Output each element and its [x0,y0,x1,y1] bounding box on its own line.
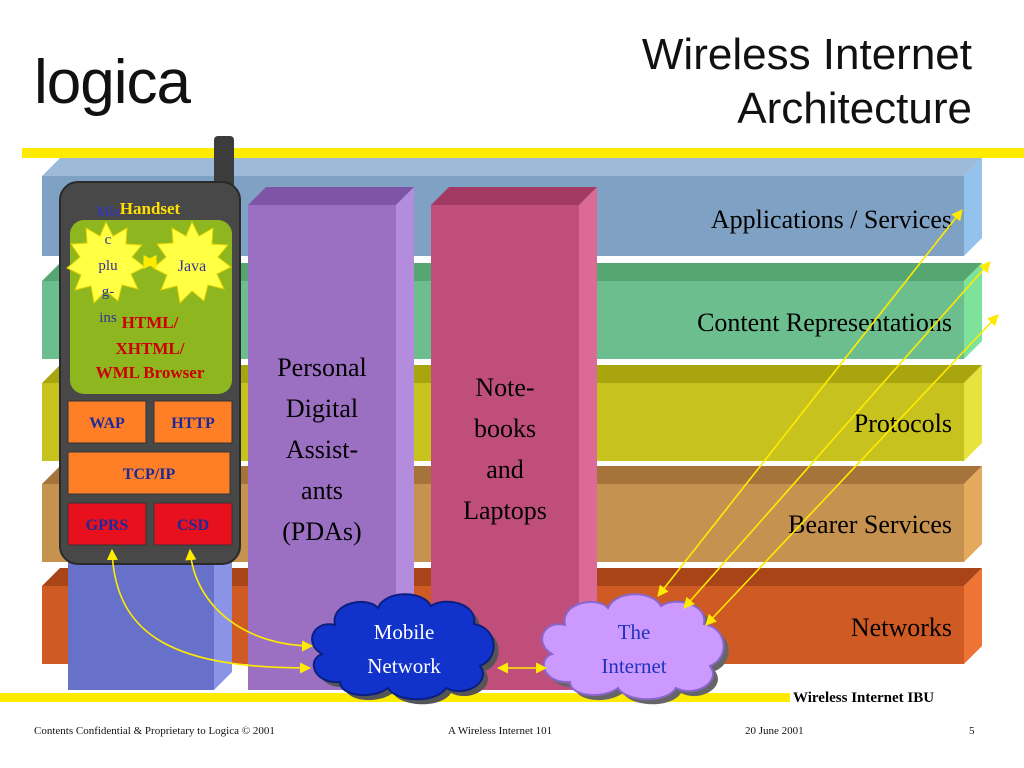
notebooks-line-3: and [486,455,524,484]
tcpip-label: TCP/IP [123,466,176,483]
pda-line-1: Personal [277,353,367,382]
wap-box [67,400,147,444]
plugins-line-2: c [105,232,112,248]
plugins-line-3: plu [98,258,118,274]
arrow-gprs-mobile [106,548,312,674]
layer-label-protocols: Protocols [854,409,952,438]
layer-label-bearer: Bearer Services [788,510,952,539]
browser-line-1: HTML/ [122,313,179,332]
pda-line-5: (PDAs) [282,517,361,546]
java-label: Java [178,258,206,275]
layer-label-networks: Networks [851,613,952,642]
footer-course-title: A Wireless Internet 101 [448,725,553,737]
header-rule [22,148,1024,158]
plugins-line-1: Mis [96,204,120,220]
internet-line-2: Internet [601,654,666,678]
slide-title-line-1: Wireless Internet [641,30,972,79]
notebooks-column: Note- books and Laptops [431,187,597,690]
footer-ibu: Wireless Internet IBU [793,690,935,706]
internet-cloud: The Internet [541,593,729,705]
slide-title-line-2: Architecture [737,84,972,133]
connectors [106,209,999,674]
mobile-network-cloud: Mobile Network [311,593,499,705]
mobile-network-line-1: Mobile [374,620,435,644]
footer-confidential: Contents Confidential & Proprietary to L… [34,725,275,737]
slide-title: Wireless Internet Architecture [452,28,972,136]
handset-device: Handset Mis c plu g- ins Java HTML/ XHTM… [59,136,241,565]
http-label: HTTP [171,415,215,432]
tcpip-box [67,451,231,495]
pda-line-2: Digital [286,394,358,423]
pda-line-3: Assist- [286,435,358,464]
notebooks-line-4: Laptops [463,496,547,525]
footer-rule [0,693,790,702]
layer-label-applications: Applications / Services [711,205,952,234]
company-logo: logica [34,48,191,117]
page-number: 5 [969,725,975,737]
footer-date: 20 June 2001 [745,725,804,737]
csd-box [153,502,233,546]
layer-label-content: Content Representations [697,308,952,337]
notebooks-line-1: Note- [475,373,534,402]
plugins-burst [66,220,146,305]
gprs-box [67,502,147,546]
plugins-line-4: g- [102,284,115,300]
pda-line-4: ants [301,476,343,505]
java-burst [152,220,232,305]
internet-line-1: The [618,620,651,644]
mobile-network-line-2: Network [367,654,441,678]
plugins-line-5: ins [99,310,117,326]
gprs-label: GPRS [86,517,129,534]
csd-label: CSD [177,517,209,534]
arrow-internet-protocols [705,314,999,626]
arrow-csd-mobile [185,548,314,652]
http-box [153,400,233,444]
handset-title: Handset [120,199,181,218]
notebooks-line-2: books [474,414,536,443]
browser-line-3: WML Browser [96,363,205,382]
browser-line-2: XHTML/ [116,339,185,358]
wap-label: WAP [89,415,125,432]
